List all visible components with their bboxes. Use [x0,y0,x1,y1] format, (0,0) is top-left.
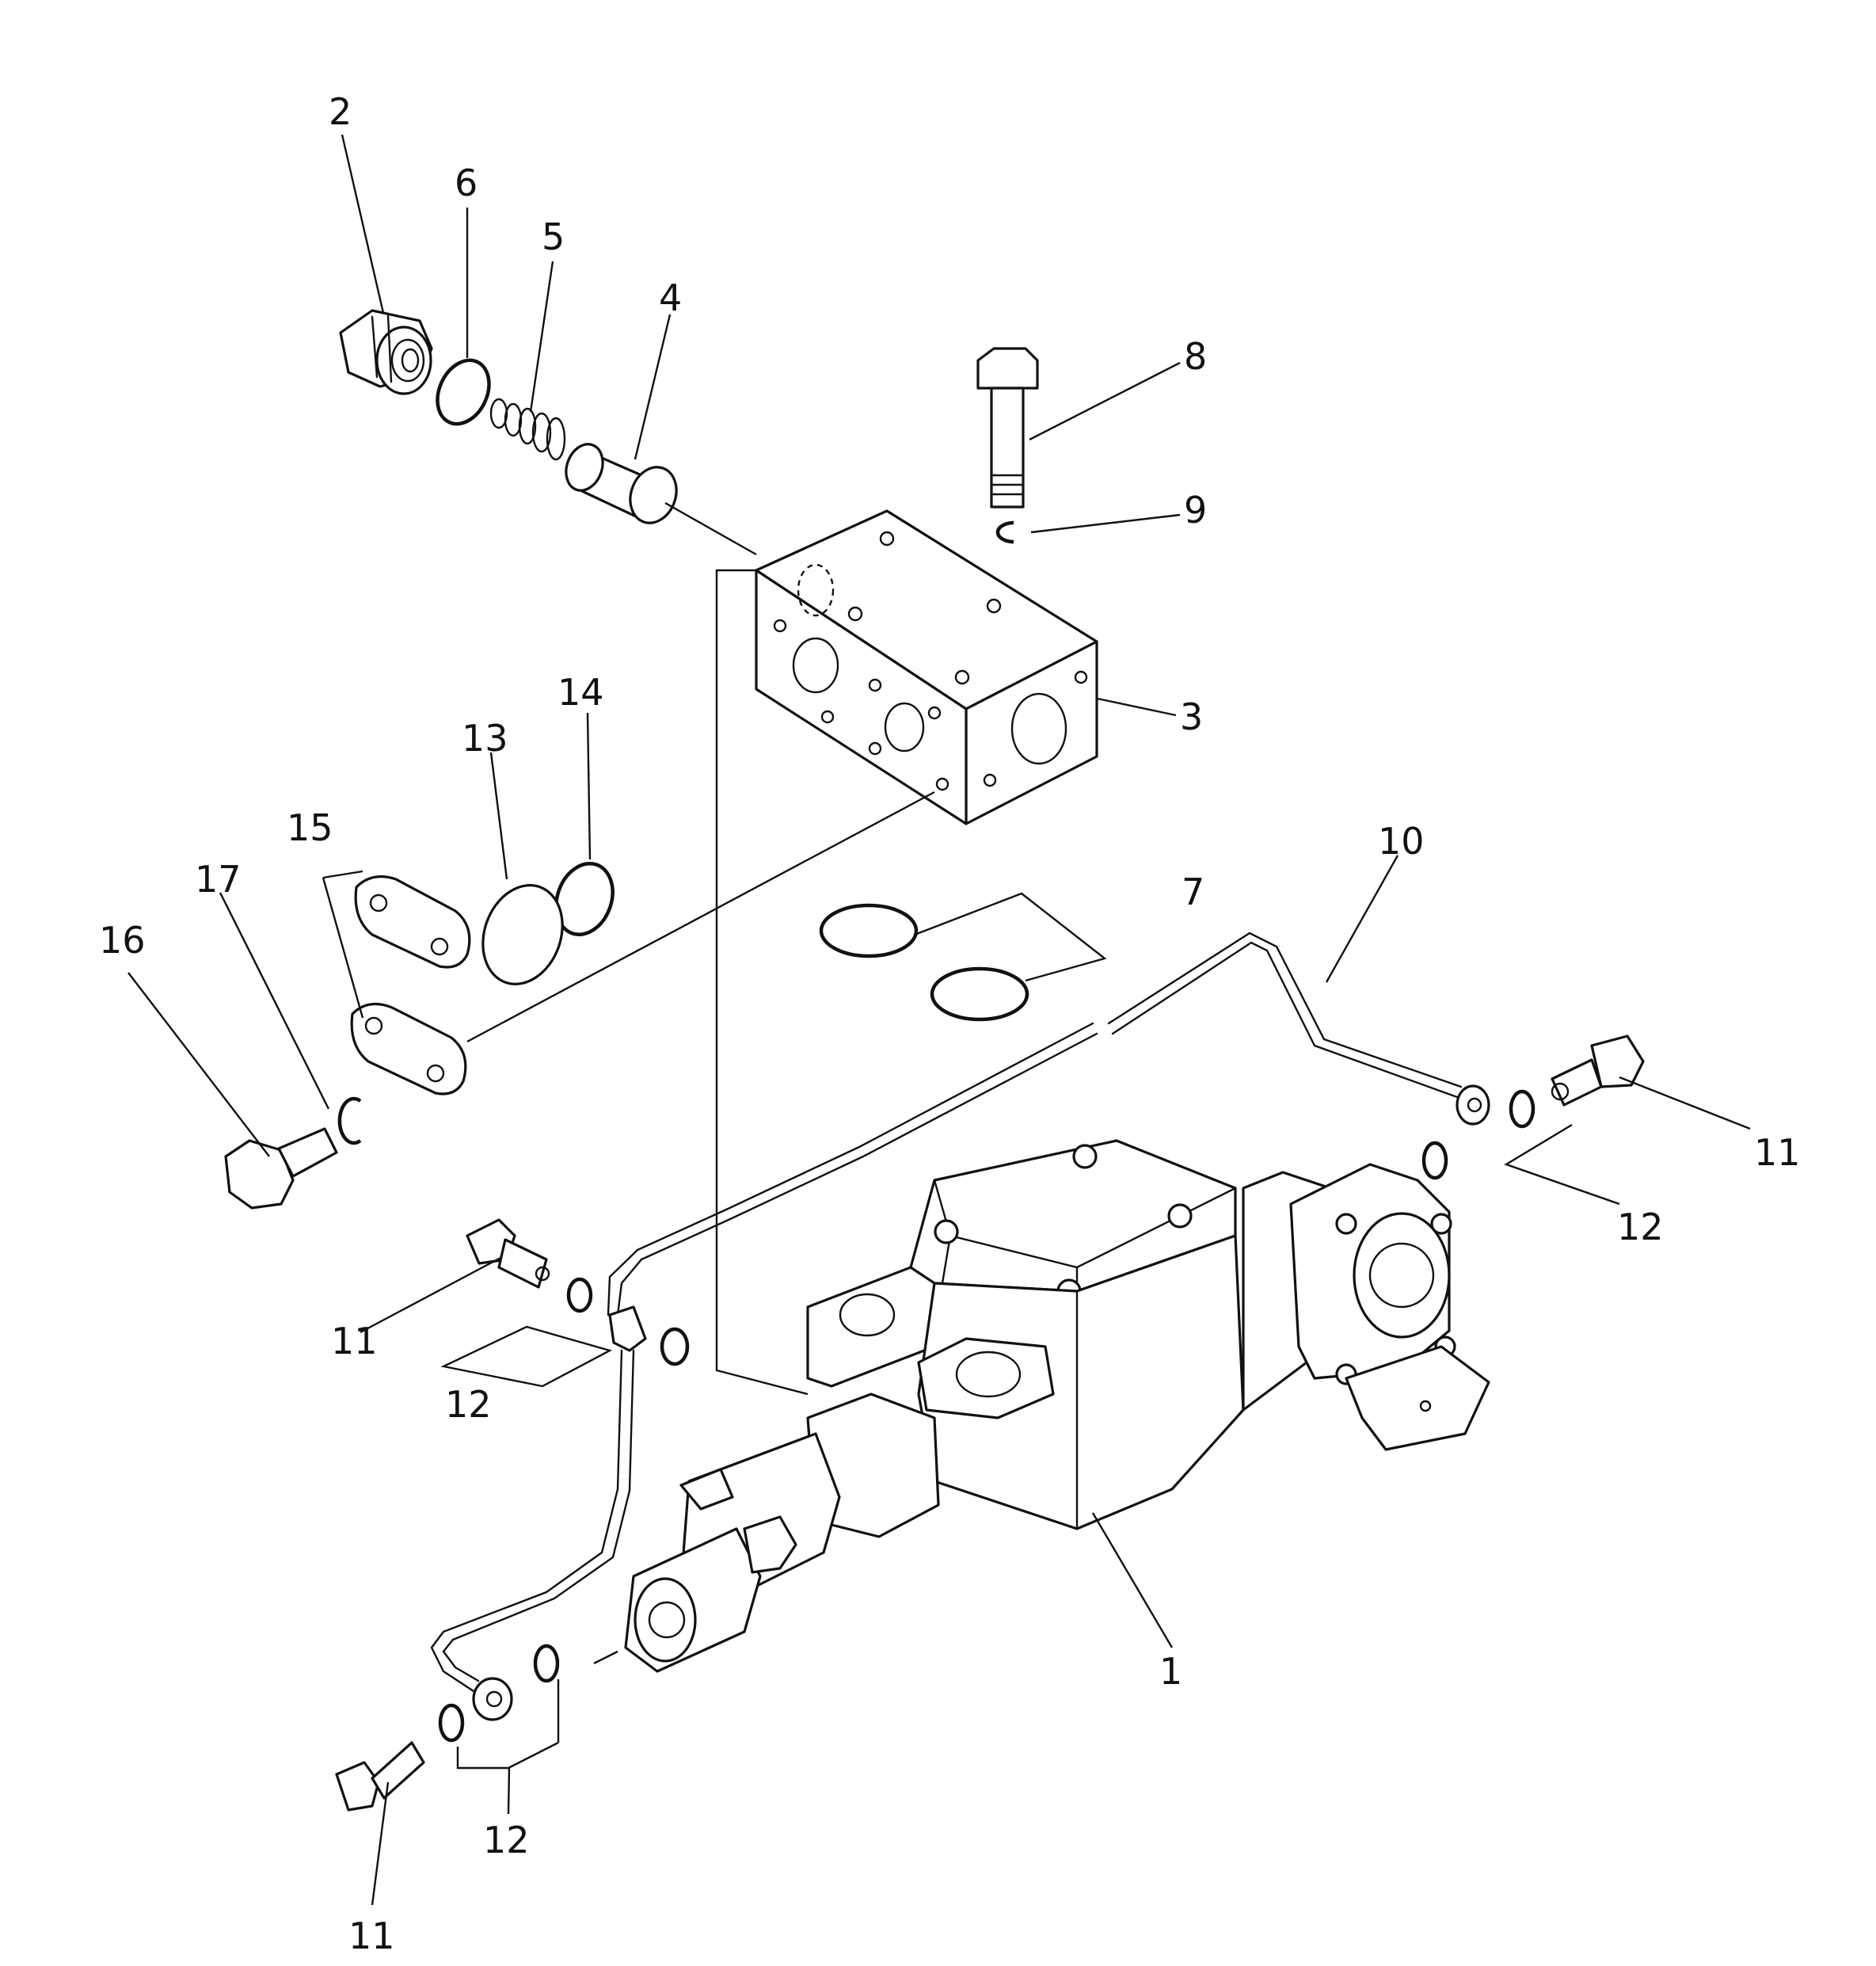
valve-block-part [755,509,1098,825]
seal-part [533,1644,560,1683]
cover-part [481,884,564,985]
callout-7: 7 [1182,871,1204,913]
callout-14: 14 [557,671,604,714]
washer-part [337,1096,362,1145]
leader-lines [127,134,1751,1906]
o-ring-part [930,966,1029,1022]
callout-2: 2 [329,90,352,133]
pump-body-part [624,1139,1490,1673]
callout-17: 17 [195,858,242,901]
plug-part [339,309,433,395]
bolt-part [976,347,1039,509]
banjo-bolt-part [335,1741,425,1812]
callout-4: 4 [659,276,682,319]
callout-15: 15 [287,806,333,849]
bolt-part [224,1127,338,1210]
callout-labels: 2 6 5 4 8 9 3 14 13 15 17 16 7 10 11 12 … [99,90,1801,1957]
seal-part [1509,1089,1535,1129]
seal-part [660,1327,690,1366]
callout-16: 16 [99,919,146,962]
callout-13: 13 [462,717,508,760]
piston-part [565,443,678,524]
callout-3: 3 [1180,695,1203,738]
callout-11: 11 [348,1915,395,1957]
callout-12: 12 [445,1383,492,1426]
banjo-bolt-part [1551,1034,1645,1107]
o-ring-part [819,903,919,958]
banjo-bolt-part [466,1218,550,1289]
callout-9: 9 [1184,489,1207,532]
split-flange-part [350,875,471,1095]
callout-8: 8 [1184,335,1207,378]
callout-11: 11 [1754,1131,1801,1174]
pipe-part [430,932,1490,1721]
o-ring-part [554,861,615,937]
callout-5: 5 [542,215,565,258]
callout-1: 1 [1159,1650,1182,1693]
washer-part [995,520,1014,544]
o-ring-part [436,358,491,426]
callout-11: 11 [331,1320,378,1362]
seal-part [566,1277,593,1313]
spring-part [489,398,566,461]
seal-part [1421,1141,1448,1180]
callout-6: 6 [455,162,478,204]
callout-12: 12 [483,1819,530,1861]
seal-part [438,1703,465,1743]
callout-10: 10 [1378,820,1425,863]
callout-12: 12 [1617,1206,1664,1248]
